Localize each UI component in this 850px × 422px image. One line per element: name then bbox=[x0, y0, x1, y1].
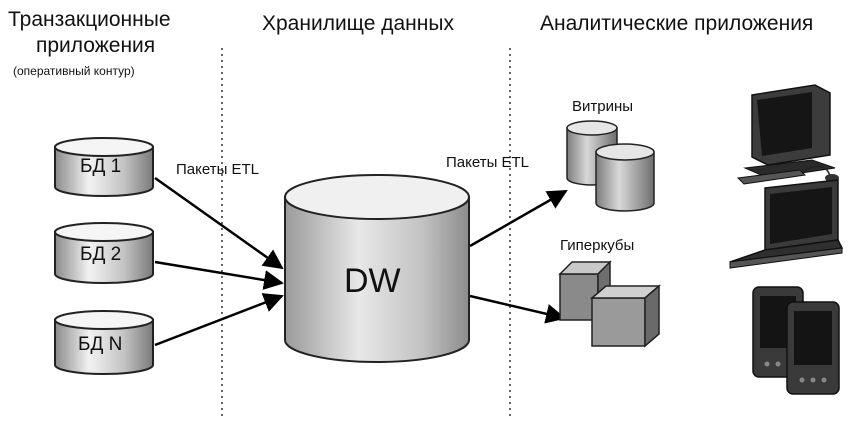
desktop-computer-icon bbox=[736, 84, 839, 185]
hypercubes-label: Гиперкубы bbox=[560, 237, 635, 254]
etl-out-label: Пакеты ETL bbox=[446, 154, 530, 171]
source-db-n-label: БД N bbox=[78, 334, 123, 355]
transactional-title-line1: Транзакционные bbox=[8, 8, 171, 31]
source-db-2 bbox=[54, 222, 154, 284]
etl-in-label: Пакеты ETL bbox=[176, 161, 260, 178]
source-db-1 bbox=[54, 137, 154, 197]
hypercube-icon bbox=[558, 260, 662, 348]
data-warehouse-cylinder bbox=[284, 174, 470, 363]
flow-arrow-marts bbox=[469, 189, 568, 248]
data-marts-label: Витрины bbox=[572, 98, 634, 115]
flow-arrow-dbn bbox=[154, 293, 284, 347]
flow-arrow-db2 bbox=[154, 260, 284, 290]
mobile-device-icon bbox=[752, 286, 840, 395]
laptop-icon bbox=[729, 179, 844, 269]
warehouse-title: Хранилище данных bbox=[262, 12, 454, 35]
flow-arrow-db1 bbox=[154, 176, 284, 270]
warehouse-label: DW bbox=[344, 262, 401, 300]
source-db-2-label: БД 2 bbox=[80, 244, 122, 265]
analytics-title: Аналитические приложения bbox=[540, 12, 814, 35]
data-mart-icon bbox=[566, 120, 655, 212]
transactional-title-line2: приложения bbox=[36, 34, 156, 57]
flow-arrow-cubes bbox=[469, 294, 566, 324]
source-db-1-label: БД 1 bbox=[80, 156, 122, 177]
source-db-n bbox=[54, 310, 154, 375]
transactional-subtitle: (оперативный контур) bbox=[13, 64, 135, 78]
